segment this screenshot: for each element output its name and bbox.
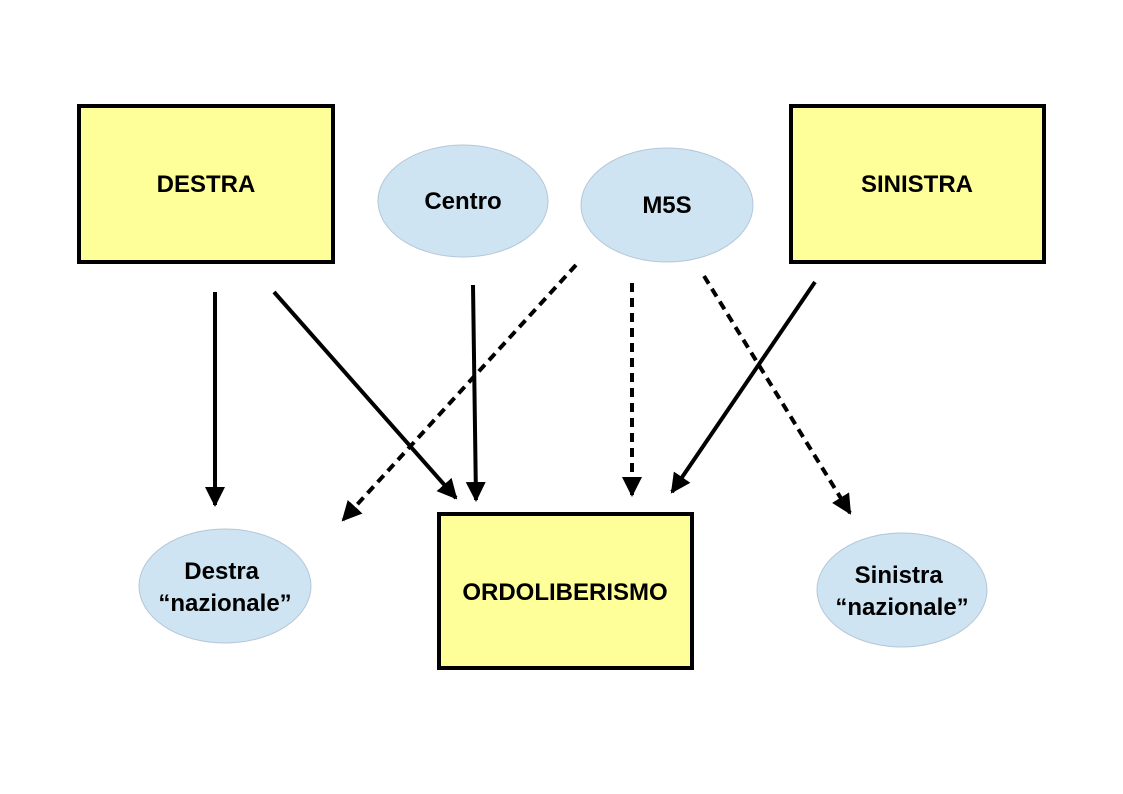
destra-nazionale-ellipse [138, 528, 312, 644]
destra-box [77, 104, 335, 264]
sinistra-nazionale-label: Sinistra “nazionale” [835, 562, 968, 621]
edge-m5s-to-destra-nazionale [341, 263, 578, 522]
sinistra-nazionale-line1: Sinistra [855, 562, 944, 589]
destra-nazionale-line2: “nazionale” [158, 590, 291, 617]
node-sinistra: SINISTRA [789, 104, 1046, 264]
node-ordoliberismo: ORDOLIBERISMO [437, 512, 694, 670]
node-sinistra-nazionale: Sinistra “nazionale” [816, 532, 988, 648]
destra-nazionale-line1: Destra [184, 558, 259, 585]
m5s-label: M5S [642, 192, 691, 219]
edge-sinistra-to-ordoliberismo [670, 280, 817, 494]
sinistra-nazionale-ellipse [816, 532, 988, 648]
edges [205, 263, 852, 522]
centro-ellipse [377, 144, 549, 258]
ordoliberismo-box [437, 512, 694, 670]
edge-destra-to-ordoliberismo [272, 290, 458, 500]
edge-centro-to-ordoliberismo [465, 284, 486, 502]
node-m5s: M5S [580, 147, 754, 263]
edge-m5s-to-sinistra-nazionale [702, 274, 852, 515]
node-centro: Centro [377, 144, 549, 258]
centro-label: Centro [424, 188, 501, 215]
destra-nazionale-label: Destra “nazionale” [158, 558, 291, 617]
m5s-ellipse [580, 147, 754, 263]
sinistra-box [789, 104, 1046, 264]
node-destra-nazionale: Destra “nazionale” [138, 528, 312, 644]
node-destra: DESTRA [77, 104, 335, 264]
sinistra-nazionale-line2: “nazionale” [835, 594, 968, 621]
sinistra-label: SINISTRA [861, 171, 973, 198]
destra-label: DESTRA [157, 171, 256, 198]
ordoliberismo-label: ORDOLIBERISMO [462, 579, 667, 606]
